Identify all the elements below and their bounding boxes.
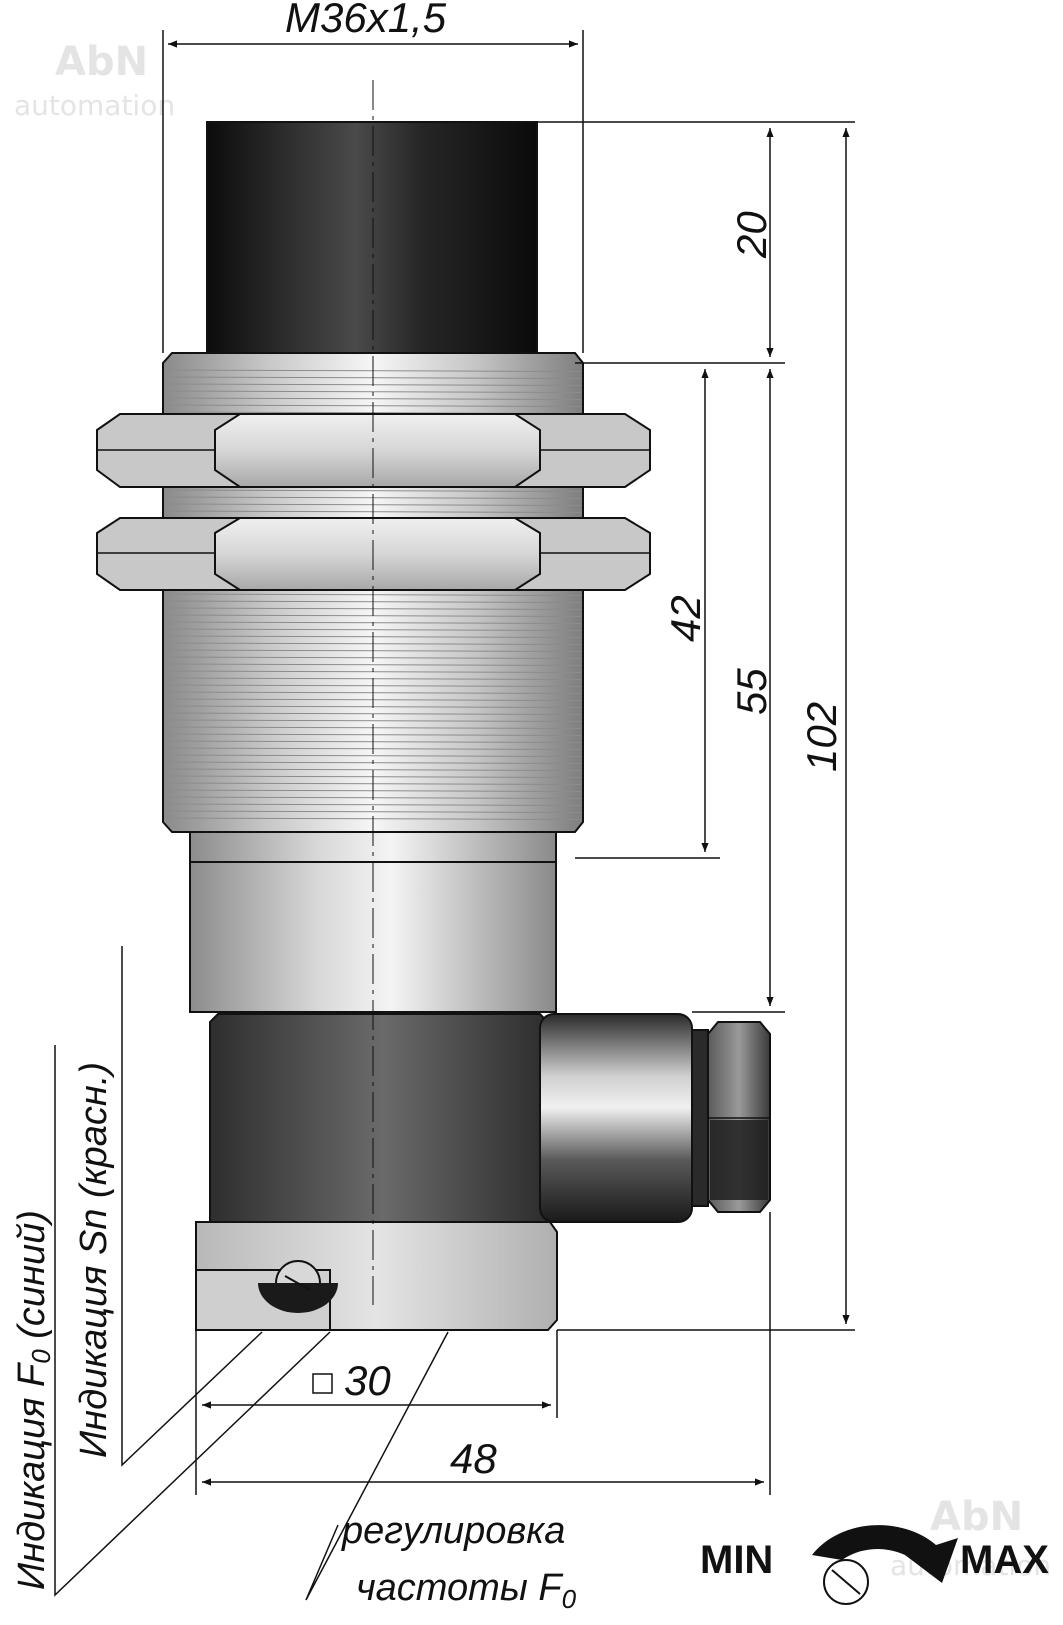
connector-block <box>209 1013 556 1223</box>
dim-total-width: 48 <box>450 1435 497 1482</box>
dim-square: 30 <box>312 1357 391 1404</box>
label-indication-f0: Индикация F0 (синий) <box>11 1210 56 1590</box>
thread-groove <box>164 768 582 771</box>
sensing-face <box>206 121 538 355</box>
thread-groove <box>164 719 582 722</box>
thread-groove <box>164 489 582 492</box>
square-symbol-icon <box>312 1373 333 1394</box>
label-indication-sn: Индикация Sn (красн.) <box>73 1062 115 1458</box>
dim-square-size: 30 <box>344 1357 391 1404</box>
thread-groove <box>164 628 582 631</box>
cable-gland <box>691 1021 771 1213</box>
thread-groove <box>164 390 582 393</box>
dim-thread-label: M36x1,5 <box>285 0 447 41</box>
dial-min-label: MIN <box>700 1538 773 1582</box>
cable-cylinder <box>539 1013 693 1223</box>
frequency-dial: MIN MAX <box>700 1525 1049 1605</box>
label-adjust-line2: частоты F0 <box>356 1567 577 1614</box>
thread-groove <box>164 397 582 400</box>
watermark-subtitle: automation <box>14 89 175 122</box>
dim-total-length: 102 <box>798 702 845 772</box>
watermark-brand: AbN <box>55 39 148 85</box>
dial-arc-icon <box>812 1525 958 1583</box>
sensor-body <box>96 80 771 1331</box>
thread-groove <box>164 663 582 666</box>
thread-groove <box>164 712 582 715</box>
dim-thread-length: 42 <box>662 595 709 642</box>
label-adjust-line1: регулировка <box>341 1510 565 1552</box>
dim-housing-length: 55 <box>728 668 775 715</box>
thread-groove <box>164 810 582 813</box>
dim-face-length: 20 <box>728 211 775 259</box>
dial-max-label: MAX <box>960 1538 1049 1582</box>
watermark-brand: AbN <box>930 1494 1023 1540</box>
dimension-lines <box>54 30 855 1601</box>
watermark-top-left: AbN automation <box>14 39 175 122</box>
thread-groove <box>164 754 582 757</box>
thread-groove <box>164 803 582 806</box>
